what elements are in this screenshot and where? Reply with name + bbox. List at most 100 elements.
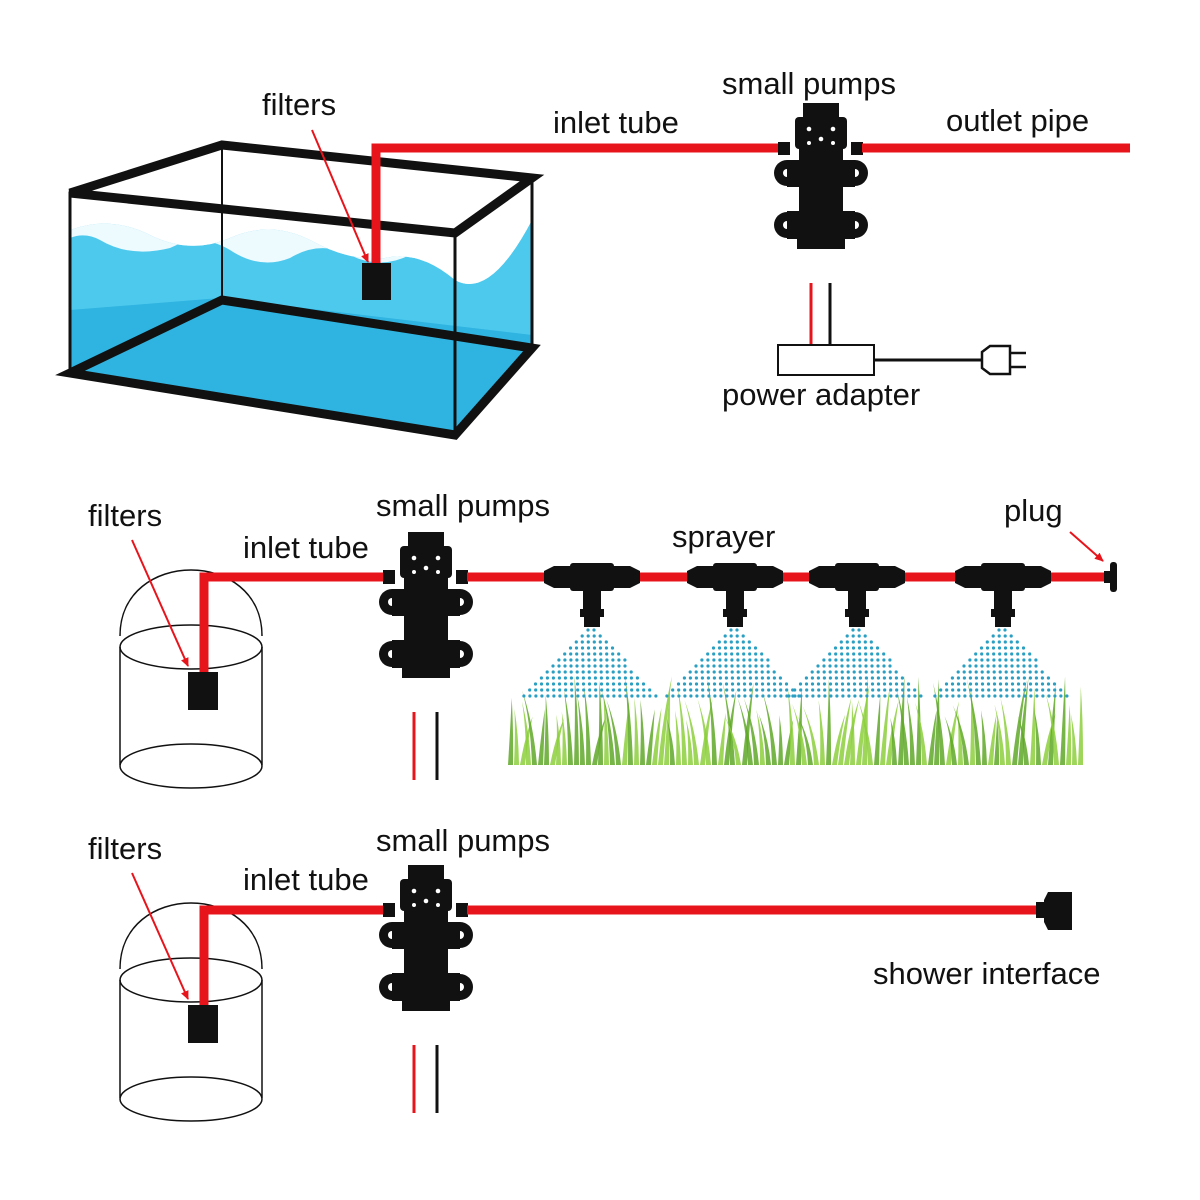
spray-cone: [787, 628, 923, 698]
grass-blade: [603, 692, 609, 765]
inlet-tube-pipe: [199, 905, 385, 1008]
grass-blade: [724, 716, 741, 765]
grass-blade: [896, 689, 909, 765]
grass-blade: [898, 675, 905, 765]
grass-blade: [758, 713, 771, 765]
grass-blade: [606, 699, 621, 765]
grass-blade: [646, 709, 655, 765]
shower-interface-icon: [1036, 892, 1072, 930]
pump-port-left: [383, 903, 395, 917]
grass-blade: [862, 675, 868, 765]
grass-blade: [858, 700, 873, 765]
grass-blade: [598, 680, 603, 765]
grass-blade: [677, 686, 687, 765]
grass-blade: [826, 679, 832, 765]
grass-blade: [514, 709, 519, 765]
grass-blade: [707, 679, 717, 765]
pump-label: small pumps: [376, 823, 550, 858]
sprayer-nozzle: [809, 563, 905, 627]
grass-blade: [994, 704, 1005, 765]
spray-cones: [522, 628, 1069, 698]
grass-blade: [787, 686, 795, 765]
grass-blade: [944, 716, 957, 765]
filters-label: filters: [88, 498, 162, 533]
grass-blade: [538, 709, 545, 765]
grass-blade: [722, 682, 735, 765]
sprayer-nozzle: [955, 563, 1051, 627]
inlet-tube-label: inlet tube: [553, 105, 679, 140]
grass-blade: [792, 703, 807, 765]
grass-blade: [1018, 677, 1029, 765]
filter-block: [188, 1005, 218, 1043]
grass-blade: [577, 695, 585, 765]
grass-blade: [1033, 707, 1041, 765]
plug-pointer: [1069, 531, 1104, 562]
grass-blade: [664, 686, 670, 765]
grass-blade: [1070, 714, 1077, 765]
pump-label: small pumps: [722, 66, 896, 101]
grass-blade: [1045, 693, 1059, 765]
filter-block: [188, 672, 218, 710]
power-adapter-box: [777, 344, 875, 376]
grass-blade: [756, 709, 765, 765]
grass-blade: [697, 698, 711, 765]
grass-blade: [832, 714, 846, 765]
filters-pointer: [131, 539, 189, 667]
grass-blade: [684, 700, 699, 765]
grass-blade: [994, 718, 1000, 765]
filter-block: [362, 263, 391, 300]
plug-label: plug: [1004, 493, 1063, 528]
grass-blade: [988, 714, 997, 765]
aquarium-frame: [55, 140, 545, 440]
pump-label: small pumps: [376, 488, 550, 523]
inlet-tube-pipe: [199, 572, 385, 676]
grass-blade: [718, 713, 726, 765]
filters-label: filters: [88, 831, 162, 866]
grass-blade: [508, 697, 514, 765]
grass-blade: [686, 719, 693, 765]
sprayer-nozzle: [687, 563, 783, 627]
grass-blade: [970, 686, 975, 765]
grass-blade: [778, 715, 783, 765]
power-adapter-label: power adapter: [722, 377, 920, 412]
grass-blade: [556, 714, 561, 765]
inlet-tube-label: inlet tube: [243, 862, 369, 897]
grass-blade: [652, 707, 662, 765]
grass-blade: [675, 710, 681, 765]
aquarium-water: [70, 210, 532, 432]
bucket-outline: [119, 569, 263, 789]
grass-blade: [980, 709, 987, 765]
grass-blade: [640, 699, 645, 765]
grass-blade: [880, 686, 890, 765]
grass-blade: [658, 676, 672, 765]
bucket-outline: [119, 902, 263, 1122]
grass-blade: [521, 701, 531, 765]
grass-blade: [916, 676, 922, 765]
grass-blade: [906, 696, 915, 765]
sprayer-label: sprayer: [672, 519, 775, 554]
grass-blade: [667, 718, 675, 765]
grass-blade: [1066, 704, 1072, 765]
inlet-tube-pipe: [371, 143, 780, 268]
filters-pointer: [131, 872, 189, 1000]
aquarium-scene: filters inlet tube small pumps outlet pi…: [55, 66, 1130, 440]
grass-blade: [818, 700, 825, 765]
grass-blade: [1017, 716, 1029, 765]
grass-blade: [574, 675, 579, 765]
grass-blade: [1000, 697, 1011, 765]
grass-blade: [634, 697, 639, 765]
grass-blade: [563, 689, 573, 765]
grass-blade: [762, 691, 777, 765]
grass-blade: [743, 698, 759, 765]
grass-blade: [742, 682, 754, 765]
grass-blade: [561, 711, 567, 765]
grass-blade: [625, 677, 633, 765]
filters-pointer: [311, 129, 369, 263]
grass-blade: [1030, 687, 1036, 765]
grass-blade: [838, 697, 852, 765]
sprayer-scene: filters inlet tube small pumps sprayer p…: [88, 488, 1117, 789]
inlet-tube-label: inlet tube: [243, 530, 369, 565]
grass-blade: [890, 717, 897, 765]
grass-blade: [932, 682, 945, 765]
